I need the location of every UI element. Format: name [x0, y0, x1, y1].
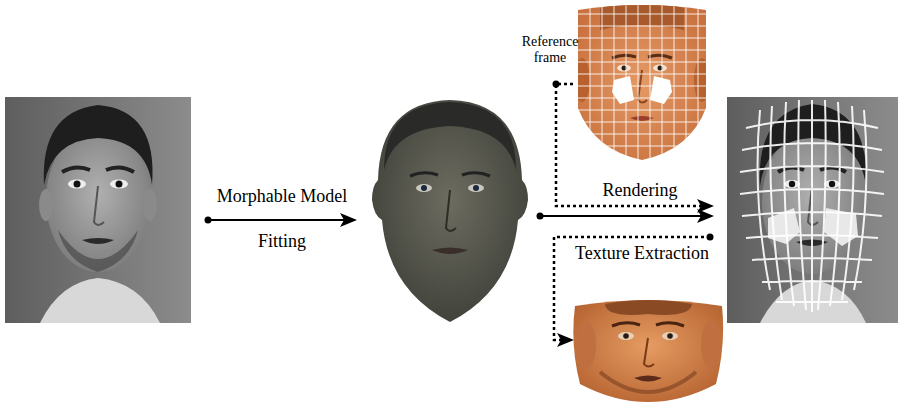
rendered-photo-part [740, 100, 884, 312]
input-photo [5, 97, 191, 323]
extracted-texture-part [573, 300, 723, 402]
reference-texture-part [574, 58, 590, 102]
fitted-model [372, 100, 528, 322]
fitted-model-part [432, 248, 468, 255]
extracted-texture-part [612, 323, 640, 326]
extracted-texture-part [656, 323, 684, 326]
arrow-label: Rendering [580, 180, 700, 201]
reference-texture [574, 0, 710, 160]
input-photo-part [68, 180, 86, 189]
input-photo-part [40, 278, 160, 323]
reference-texture-part [578, 0, 706, 160]
input-photo-part [74, 181, 81, 188]
extraction-arrow-part [557, 333, 574, 347]
fitted-model-part [468, 184, 484, 192]
extracted-texture [573, 300, 723, 402]
extracted-texture-part [662, 332, 678, 340]
image-caption: Reference frame [510, 34, 590, 66]
rendered-photo-part [778, 167, 804, 172]
input-photo-part [62, 167, 90, 172]
input-photo-part [44, 105, 153, 185]
input-photo-part [106, 167, 134, 172]
input-photo-part [39, 189, 53, 221]
extracted-texture-part [623, 333, 629, 339]
extracted-texture-part [600, 372, 696, 392]
reference-texture-part [578, 5, 706, 160]
arrow-label: Morphable Model [196, 186, 368, 207]
input-photo-part [116, 181, 123, 188]
fitted-model-part [372, 100, 528, 322]
rendered-photo-part [824, 180, 840, 188]
reference-texture-part [612, 55, 636, 58]
solid-arrow-part [540, 215, 702, 217]
extracted-texture-part [667, 333, 673, 339]
extracted-texture-part [576, 321, 596, 369]
extracted-texture-part [701, 321, 721, 369]
extracted-texture-part [644, 338, 654, 367]
fitted-model-part [446, 190, 456, 231]
reference-texture-part [648, 55, 672, 58]
fitting-arrow-part [208, 219, 345, 221]
rendered-photo [727, 97, 898, 323]
solid-arrow [537, 209, 715, 223]
extracted-texture-part [605, 300, 692, 315]
rendered-photo-part [820, 167, 846, 172]
rendered-photo [740, 100, 884, 323]
rendering-arrow-part [697, 199, 714, 213]
rendered-photo-part [829, 181, 835, 187]
fitted-model-part [410, 173, 438, 176]
arrow-label: Fitting [196, 231, 368, 252]
arrow-label: Texture Extraction [562, 243, 722, 264]
fitting-arrow [205, 213, 358, 227]
input-photo-part [94, 186, 104, 225]
input-photo-part [110, 180, 128, 189]
input-photo-part [58, 230, 138, 272]
reference-texture-part [617, 65, 631, 72]
fitting-arrow-part [340, 213, 357, 227]
rendered-photo-part [727, 97, 898, 323]
reference-texture-part [653, 65, 667, 72]
input-photo-part [82, 238, 114, 244]
reference-texture-part [612, 76, 634, 104]
reference-texture [574, 0, 710, 160]
extracted-texture-part [618, 332, 634, 340]
fitted-model-part [421, 185, 427, 191]
input-photo-part [143, 189, 157, 221]
fitted-model-part [416, 184, 432, 192]
reference-texture-part [650, 76, 672, 104]
fitted-model-part [384, 102, 516, 170]
rendered-photo-part [789, 181, 795, 187]
rendered-photo-part [784, 180, 800, 188]
reference-texture-part [694, 58, 710, 102]
fitted-model-part [473, 185, 479, 191]
fitted-model-part [462, 173, 490, 176]
extracted-texture-part [634, 376, 662, 382]
input-photo-part [5, 97, 191, 323]
